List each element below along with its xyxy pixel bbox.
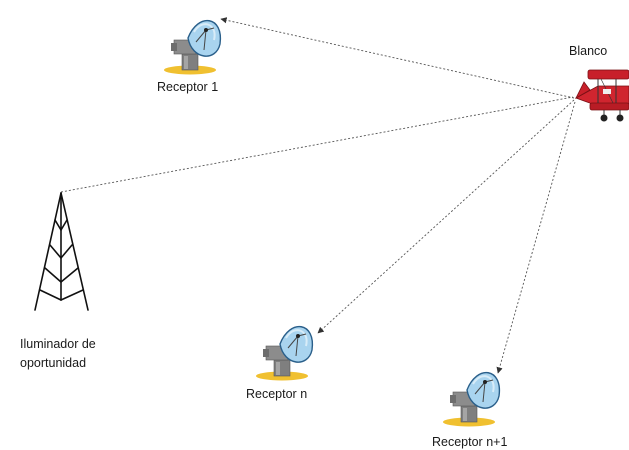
illuminator-label-line-2: oportunidad <box>20 356 86 370</box>
receptor-1-label: Receptor 1 <box>157 80 218 94</box>
receptor-n-dish-icon <box>255 325 314 382</box>
biplane-icon <box>575 69 629 122</box>
receptor-n-label: Receptor n <box>246 387 307 401</box>
ray-target-to-receptor-1 <box>220 17 575 99</box>
target-label: Blanco <box>569 44 607 58</box>
ray-target-to-receptor-n1 <box>496 101 576 374</box>
receptor-n1-label: Receptor n+1 <box>432 435 507 449</box>
tower-icon <box>34 192 89 311</box>
receptor-1-dish-icon <box>163 19 222 76</box>
ray-illuminator-to-target <box>60 96 574 193</box>
receptor-n1-dish-icon <box>442 371 501 428</box>
illuminator-label-line-1: Iluminador de <box>20 337 96 351</box>
ray-target-to-receptor-n <box>317 99 575 334</box>
